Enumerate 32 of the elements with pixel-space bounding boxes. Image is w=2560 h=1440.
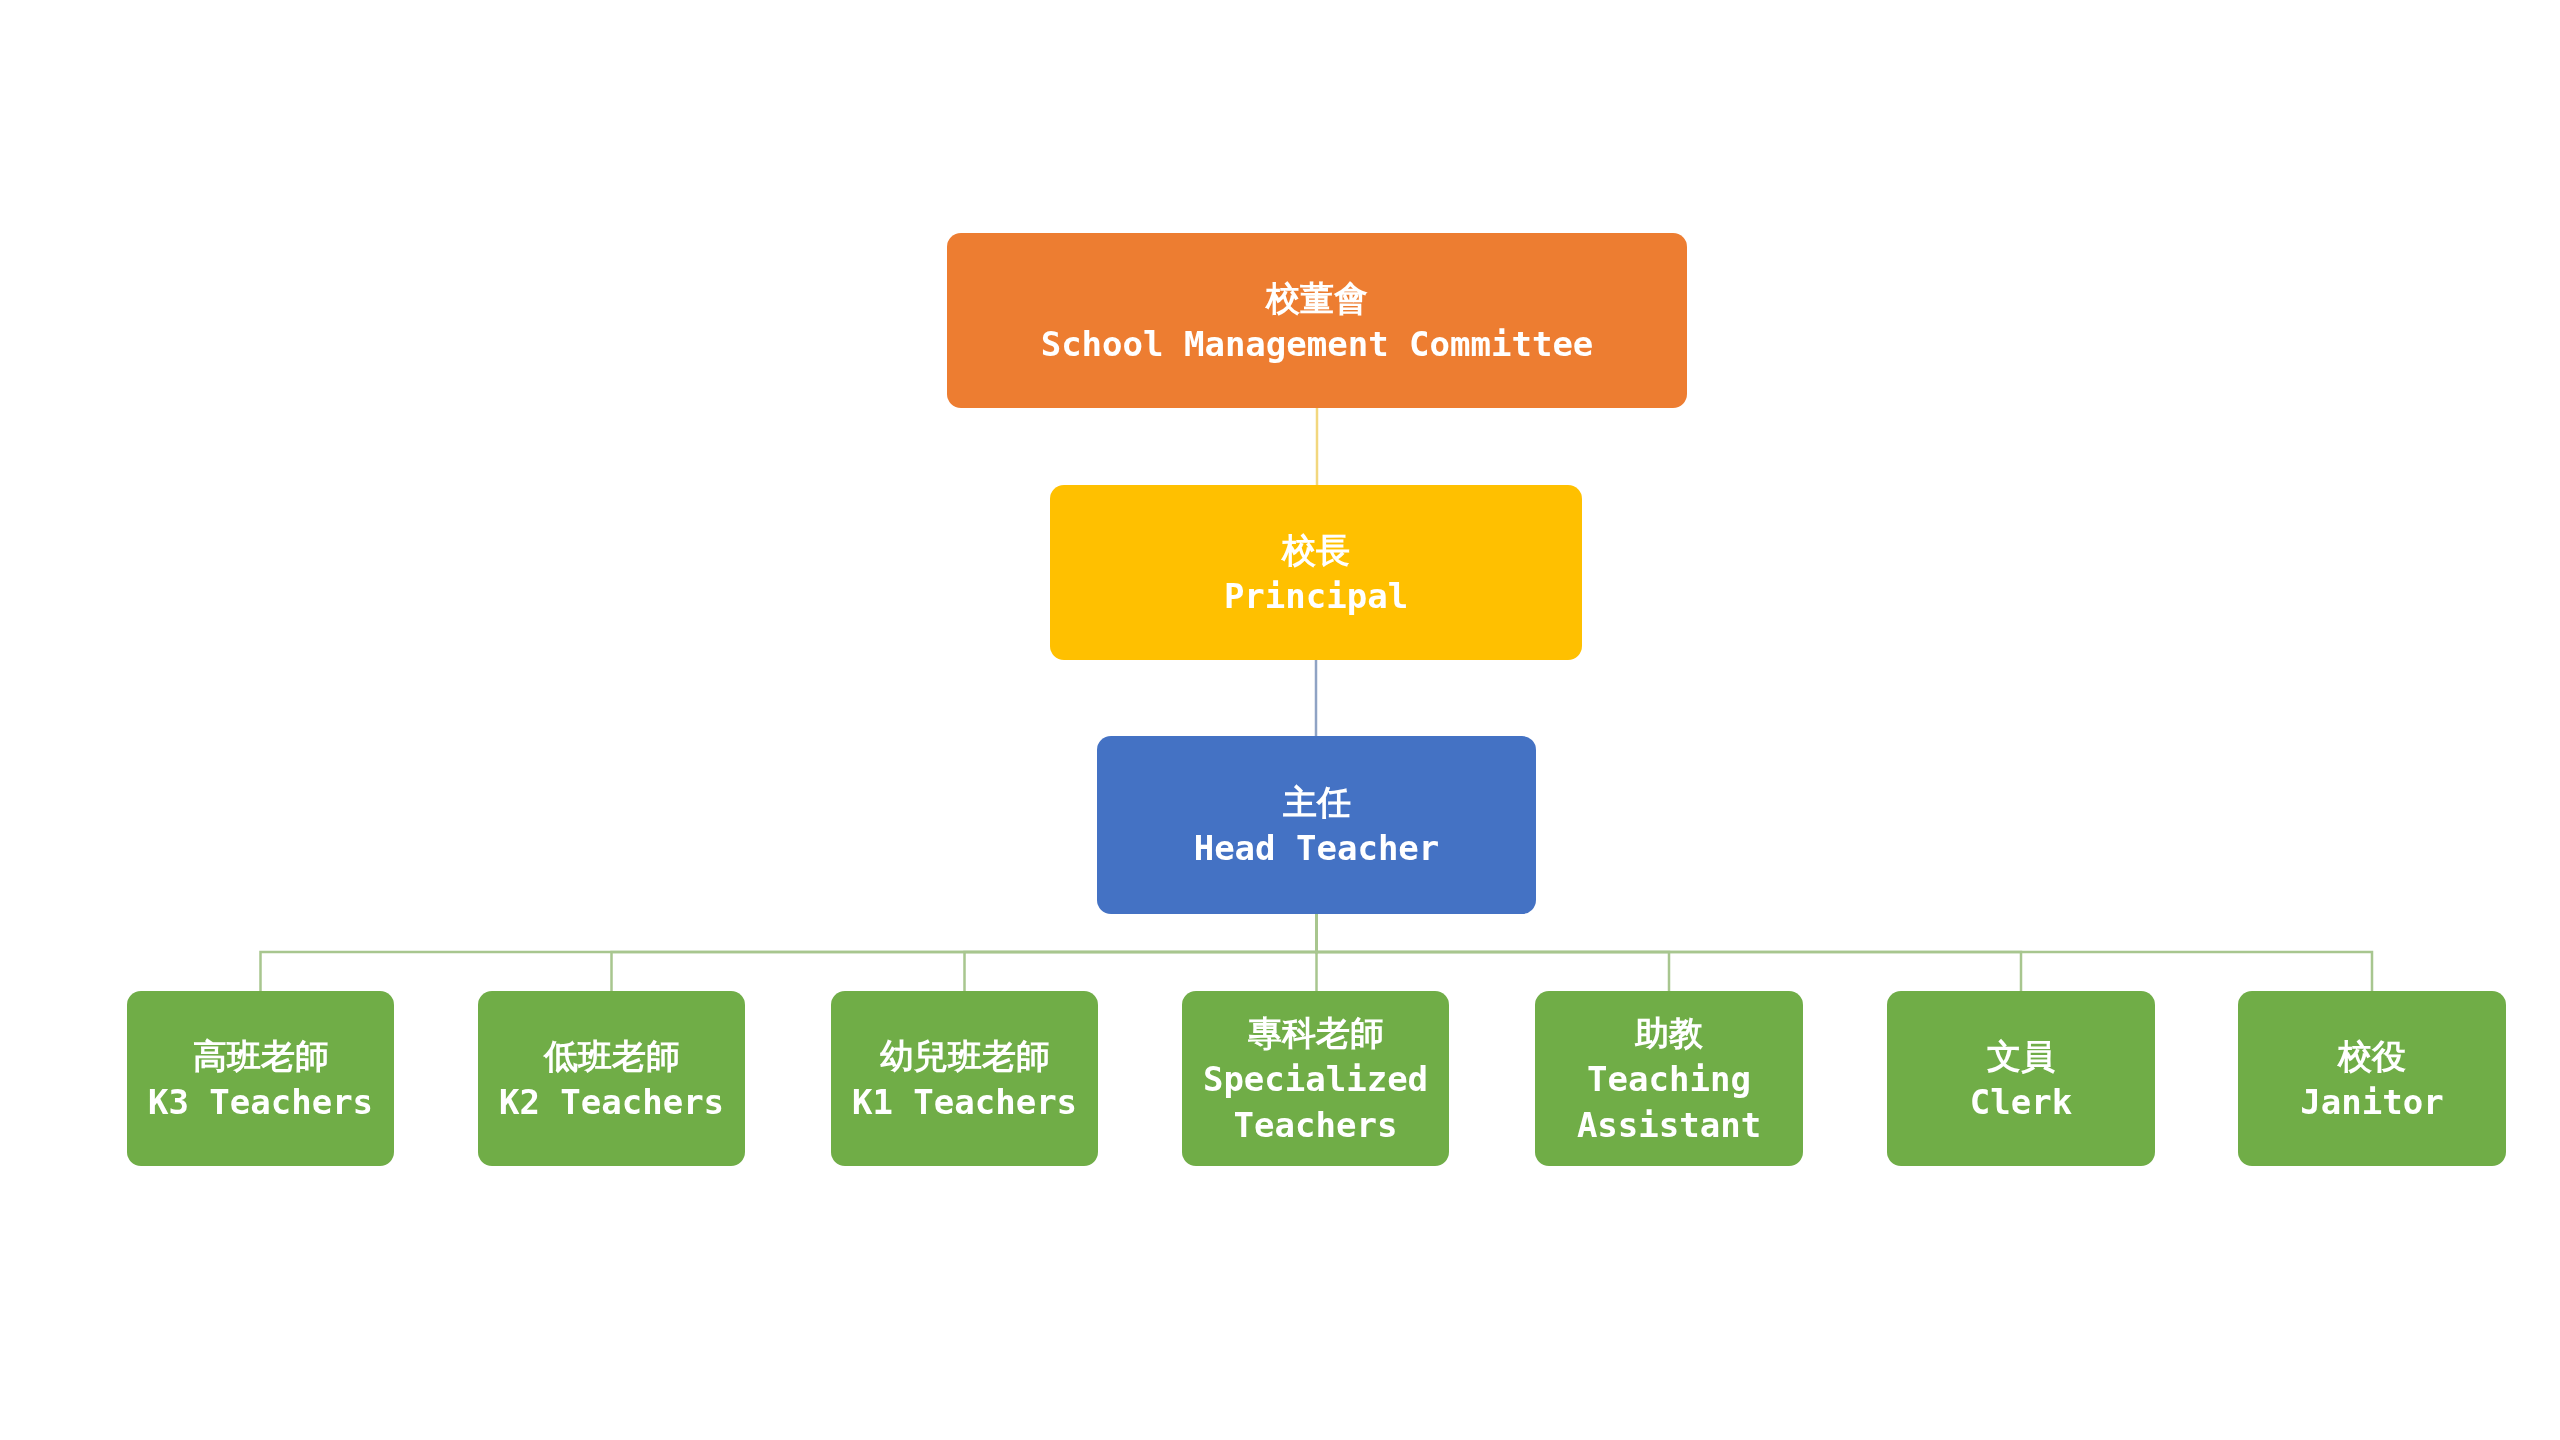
role-box bbox=[1050, 485, 1582, 660]
english-title: Principal bbox=[1223, 574, 1409, 618]
english-title: School Management Committee bbox=[1040, 322, 1594, 366]
english-title: Specialized Teachers bbox=[1201, 1057, 1430, 1147]
connector-line bbox=[1315, 408, 1319, 485]
chinese-title: 校董會 bbox=[1266, 276, 1368, 320]
chinese-title: 助教 bbox=[1635, 1011, 1703, 1055]
chinese-title: 低班老師 bbox=[543, 1034, 680, 1078]
role-box bbox=[831, 991, 1098, 1166]
english-title: Clerk bbox=[1969, 1080, 2073, 1124]
chinese-title: 校長 bbox=[1282, 528, 1350, 572]
chinese-title: 文員 bbox=[1987, 1034, 2055, 1078]
role-box bbox=[127, 991, 394, 1166]
role-box bbox=[1535, 991, 1803, 1166]
chinese-title: 主任 bbox=[1282, 781, 1351, 824]
english-title: Janitor bbox=[2300, 1080, 2444, 1124]
role-box bbox=[947, 233, 1687, 408]
english-title: Head Teacher bbox=[1193, 827, 1440, 870]
chinese-title: 高班老師 bbox=[192, 1034, 329, 1078]
english-title: K2 Teachers bbox=[498, 1080, 725, 1124]
chinese-title: 校役 bbox=[2338, 1034, 2406, 1078]
role-box bbox=[1097, 736, 1536, 914]
connector-line bbox=[1314, 660, 1318, 736]
english-title: K3 Teachers bbox=[147, 1080, 374, 1124]
role-box bbox=[478, 991, 745, 1166]
role-box bbox=[1887, 991, 2155, 1166]
role-box bbox=[2238, 991, 2506, 1166]
english-title: K1 Teachers bbox=[851, 1080, 1078, 1124]
chinese-title: 專科老師 bbox=[1247, 1011, 1384, 1055]
role-box bbox=[1182, 991, 1449, 1166]
english-title: Teaching Assistant bbox=[1575, 1057, 1763, 1147]
chinese-title: 幼兒班老師 bbox=[879, 1034, 1050, 1078]
